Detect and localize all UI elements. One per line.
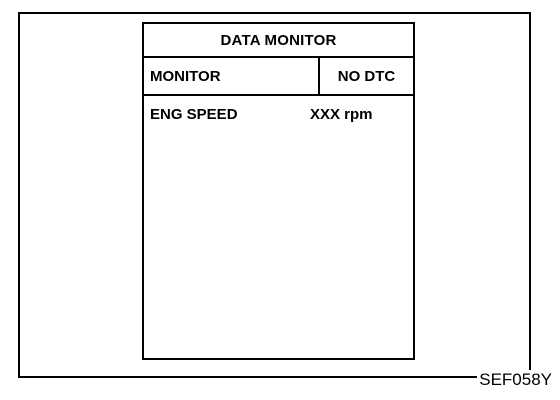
dtc-status: NO DTC <box>337 67 396 85</box>
header-row: MONITOR NO DTC <box>144 58 413 96</box>
data-row-value: XXX rpm <box>310 106 373 123</box>
monitor-label: MONITOR <box>144 58 320 94</box>
outer-frame <box>18 12 531 378</box>
data-row-eng-speed: ENG SPEED XXX rpm <box>144 106 413 123</box>
screen-title: DATA MONITOR <box>144 24 413 58</box>
data-monitor-screen: DATA MONITOR MONITOR NO DTC ENG SPEED XX… <box>142 22 415 360</box>
figure-code: SEF058Y <box>477 370 554 390</box>
data-row-label: ENG SPEED <box>150 106 238 123</box>
